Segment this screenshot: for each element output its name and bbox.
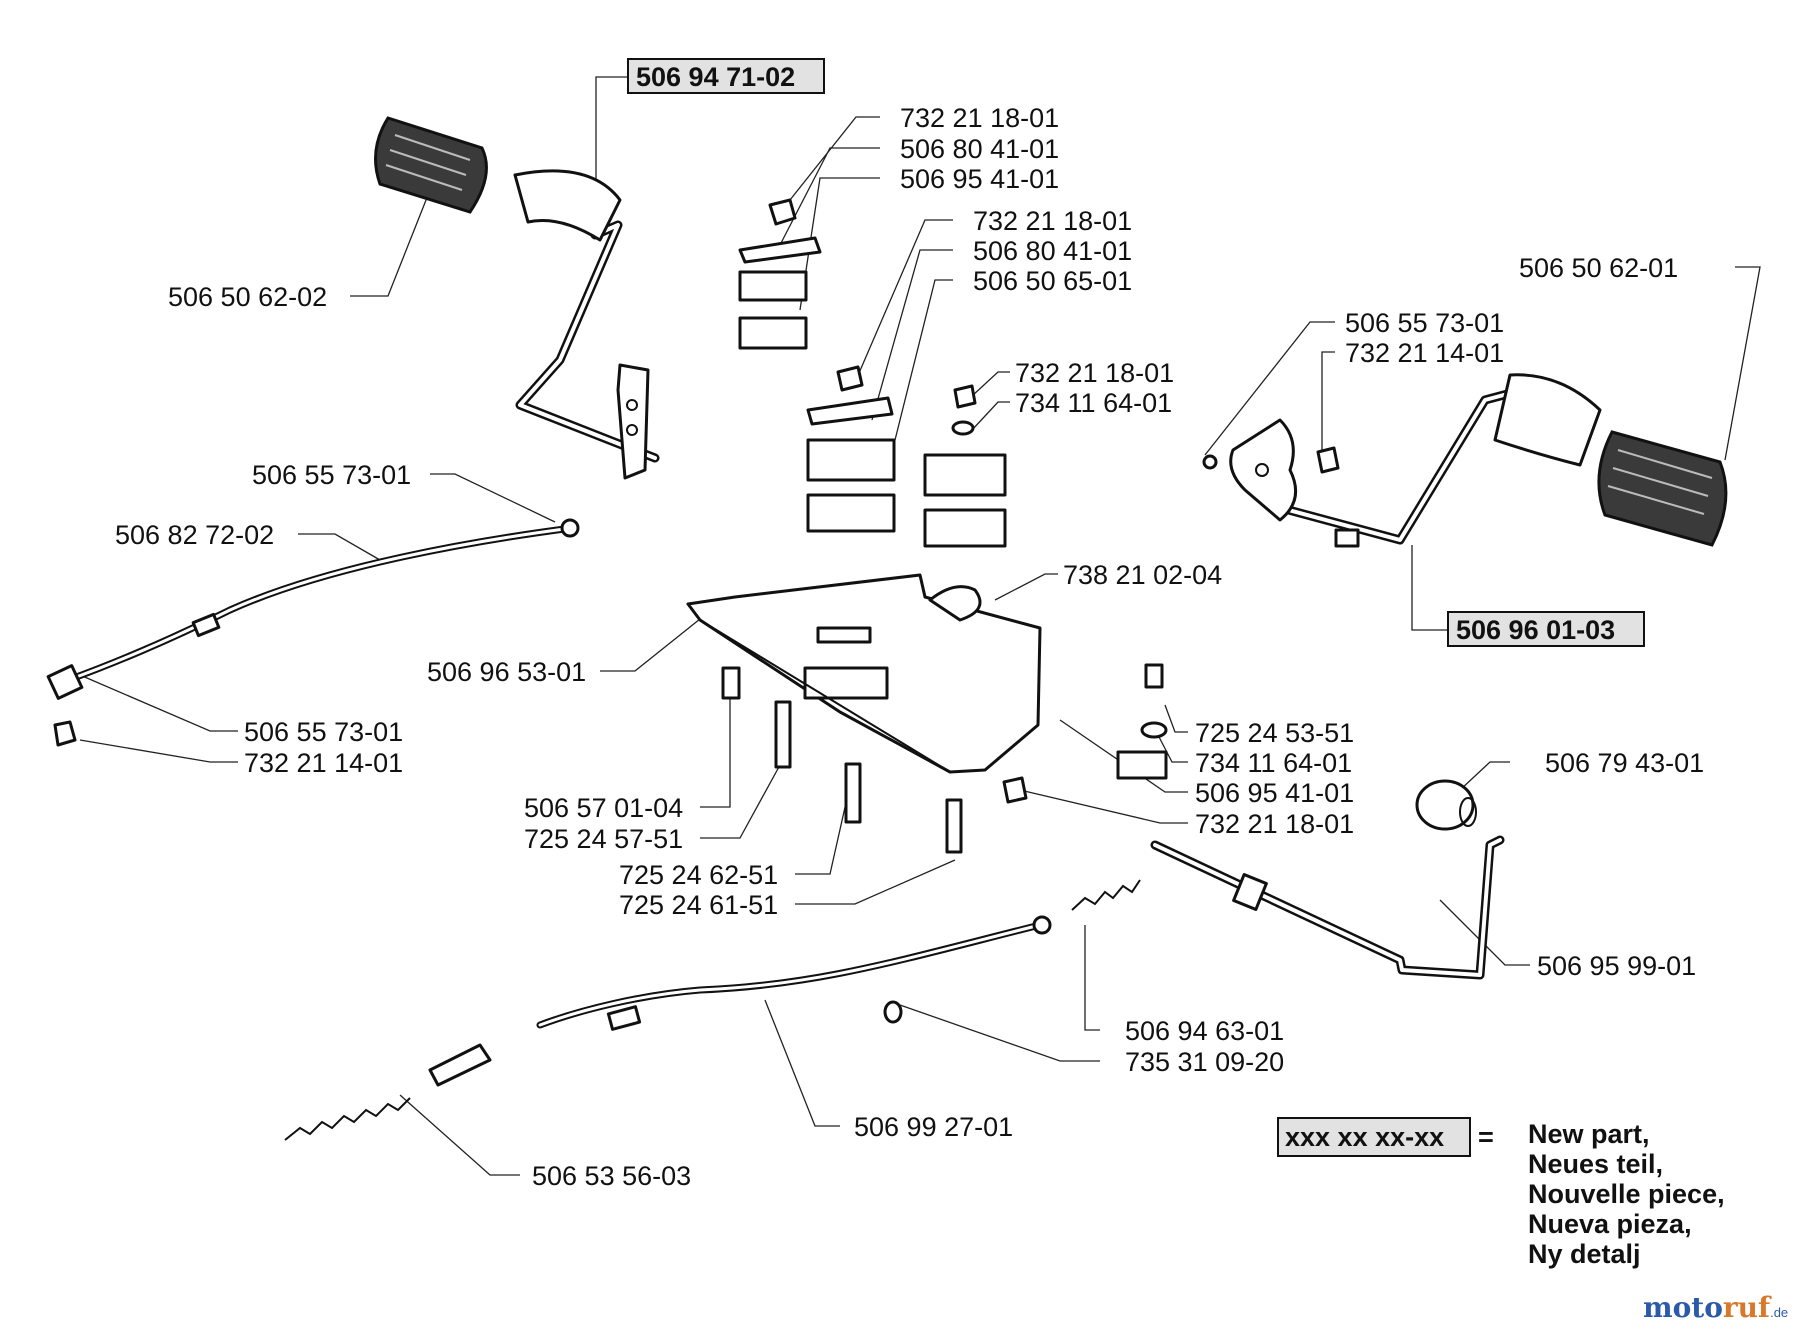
legend-line-1: New part, <box>1528 1119 1650 1149</box>
label-clip: 735 31 09-20 <box>1125 1047 1284 1077</box>
label-nut-c: 732 21 18-01 <box>1015 358 1174 388</box>
legend-line-3: Nouvelle piece, <box>1528 1179 1725 1209</box>
right-pedal-assembly <box>1202 373 1602 548</box>
left-pedal-assembly <box>513 169 660 480</box>
label-lever-rod: 506 95 99-01 <box>1537 951 1696 981</box>
leader-lines <box>79 76 1761 1176</box>
label-screw-e: 725 24 61-51 <box>619 890 778 920</box>
left-pedal-pad <box>374 116 488 214</box>
label-cable-lower: 506 99 27-01 <box>854 1112 1013 1142</box>
label-screw-b: 725 24 57-51 <box>524 824 683 854</box>
label-cable-upper: 506 82 72-02 <box>115 520 274 550</box>
long-spring <box>284 1097 411 1141</box>
part-labels: 506 94 71-02 506 50 62-02 732 21 18-01 5… <box>115 58 1704 1191</box>
screws <box>721 663 1168 854</box>
label-balljoint-right: 506 55 73-01 <box>1345 308 1504 338</box>
new-part-highlight-right <box>1447 611 1645 647</box>
label-clamp-d: 506 95 41-01 <box>1195 778 1354 808</box>
label-screw-c: 725 24 62-51 <box>619 860 778 890</box>
block-stack-c <box>923 384 1007 548</box>
label-clamp-a: 506 95 41-01 <box>900 164 1059 194</box>
label-knob: 506 79 43-01 <box>1545 748 1704 778</box>
legend: xxx xx xx-xx = New part, Neues teil, Nou… <box>1277 1117 1725 1269</box>
label-nut-end: 732 21 14-01 <box>244 748 403 778</box>
label-nut-b: 732 21 18-01 <box>973 206 1132 236</box>
knob-and-lever <box>1150 779 1505 980</box>
legend-code: xxx xx xx-xx <box>1285 1122 1444 1152</box>
label-block-b: 506 50 65-01 <box>973 266 1132 296</box>
label-pedal-left-assy: 506 94 71-02 <box>636 62 795 92</box>
legend-line-2: Neues teil, <box>1528 1149 1663 1179</box>
upper-cable <box>46 518 580 747</box>
legend-line-4: Nueva pieza, <box>1528 1209 1692 1239</box>
label-plate-b: 506 80 41-01 <box>973 236 1132 266</box>
watermark-logo: motoruf.de <box>1643 1291 1788 1324</box>
small-spring <box>1071 879 1141 911</box>
label-arm-bracket: 738 21 02-04 <box>1063 560 1222 590</box>
label-washer-c: 734 11 64-01 <box>1015 388 1172 418</box>
label-balljoint-cable: 506 55 73-01 <box>252 460 411 490</box>
label-nut-d: 732 21 18-01 <box>1195 809 1354 839</box>
label-bracket-plate: 506 96 53-01 <box>427 657 586 687</box>
label-bolt-d: 725 24 53-51 <box>1195 718 1354 748</box>
legend-line-5: Ny detalj <box>1528 1239 1641 1269</box>
label-balljoint-end: 506 55 73-01 <box>244 717 403 747</box>
label-spring-long: 506 53 56-03 <box>532 1161 691 1191</box>
watermark: motoruf.de <box>1643 1291 1788 1324</box>
block-stack-a <box>738 198 822 350</box>
label-washer-d: 734 11 64-01 <box>1195 748 1352 778</box>
legend-equals: = <box>1478 1122 1494 1152</box>
lower-cable <box>428 915 1052 1087</box>
legend-code-box <box>1277 1117 1471 1157</box>
block-stack-b <box>806 365 896 533</box>
center-bracket-plate <box>686 573 1042 774</box>
label-screw-a: 506 57 01-04 <box>524 793 683 823</box>
right-pedal-pad <box>1597 430 1728 547</box>
label-plate-a: 506 80 41-01 <box>900 134 1059 164</box>
label-nut-a: 732 21 18-01 <box>900 103 1059 133</box>
label-pad-right: 506 50 62-01 <box>1519 253 1678 283</box>
label-spring-small: 506 94 63-01 <box>1125 1016 1284 1046</box>
new-part-highlight-left <box>627 58 825 94</box>
label-pad-left: 506 50 62-02 <box>168 282 327 312</box>
label-nut-right: 732 21 14-01 <box>1345 338 1504 368</box>
label-pedal-right-assy: 506 96 01-03 <box>1456 615 1615 645</box>
